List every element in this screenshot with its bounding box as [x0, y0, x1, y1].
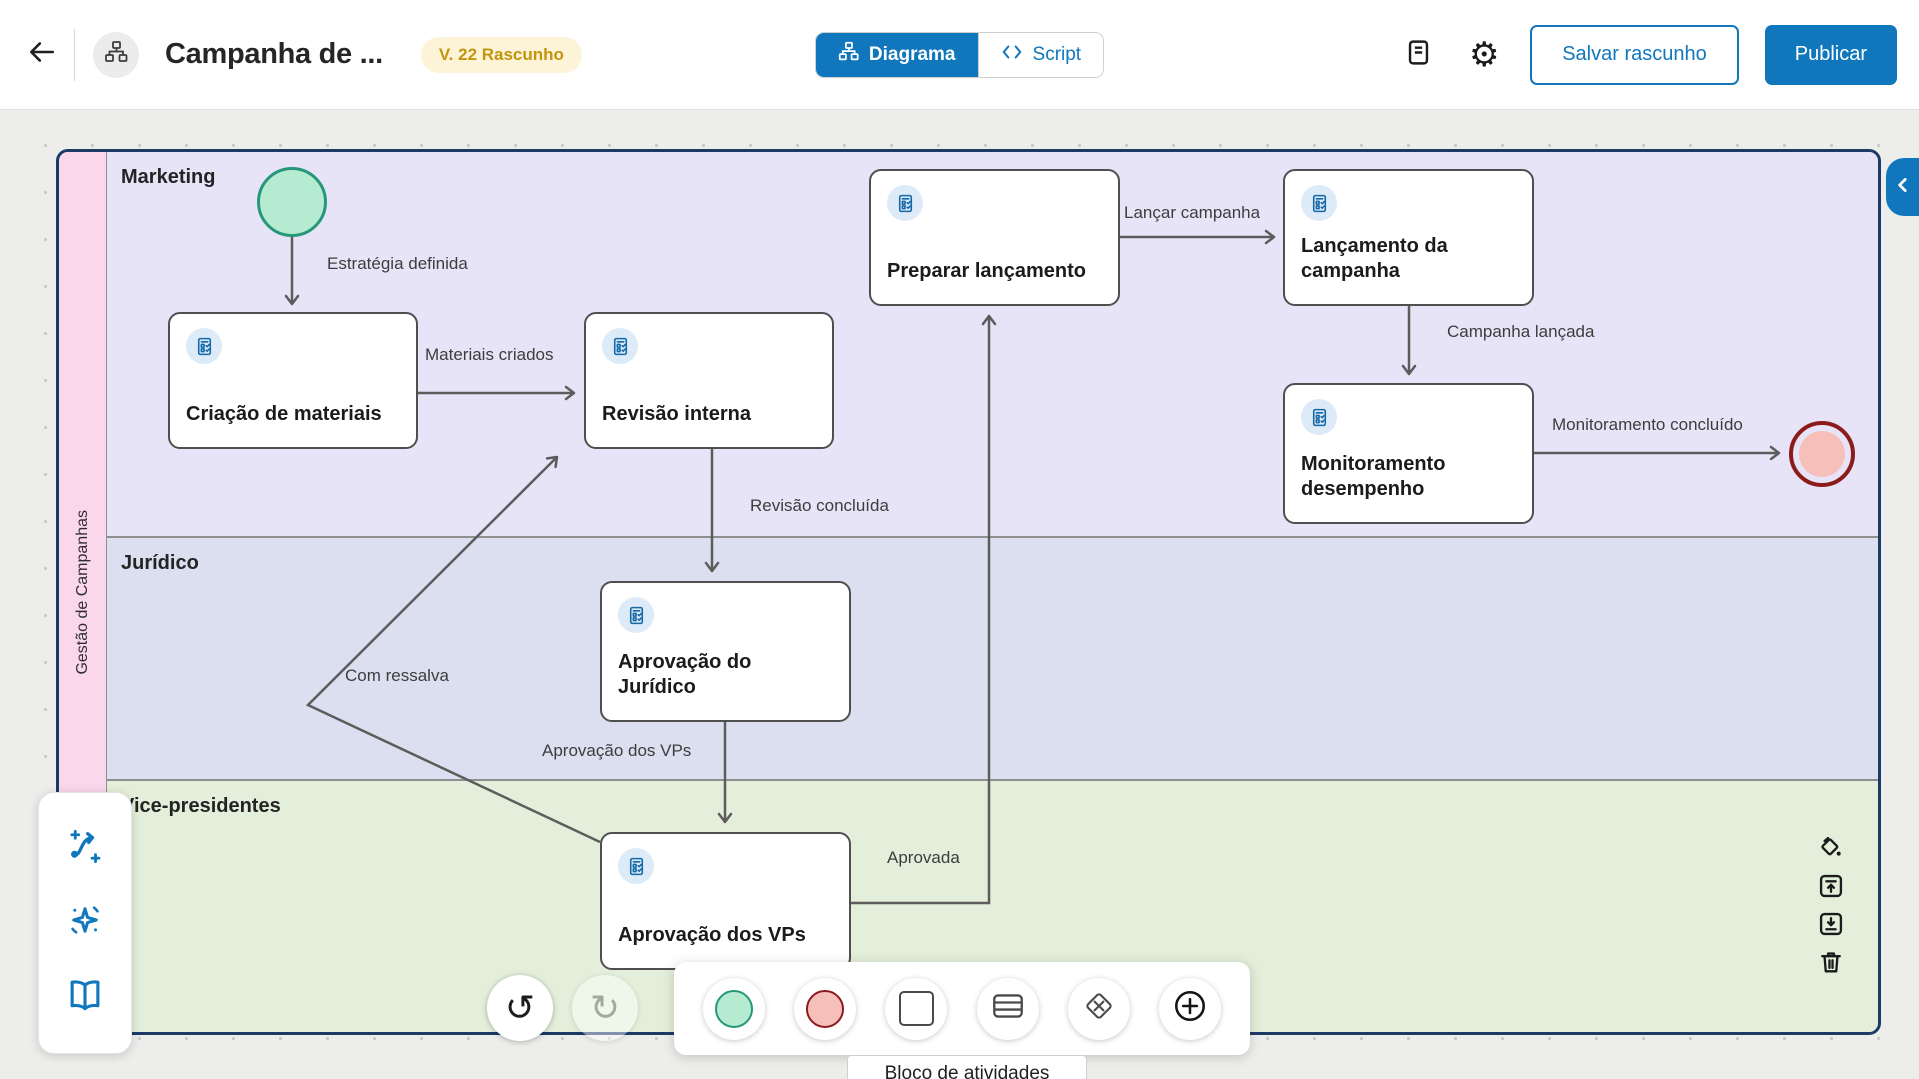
- collapse-panel-tab[interactable]: [1886, 158, 1919, 216]
- end-event-icon: [805, 989, 844, 1028]
- gateway-x-icon: [1080, 987, 1118, 1030]
- tab-diagram-label: Diagrama: [868, 43, 956, 65]
- tab-diagram[interactable]: Diagrama: [815, 32, 978, 77]
- view-toggle: Diagrama Script: [814, 31, 1105, 78]
- back-button[interactable]: [22, 35, 62, 75]
- redo-icon: ↻: [589, 987, 621, 1028]
- palette-tooltip: Bloco de atividades: [847, 1055, 1087, 1079]
- flow-label: Estratégia definida: [327, 254, 468, 273]
- publish-button[interactable]: Publicar: [1764, 24, 1897, 85]
- flow-label: Com ressalva: [345, 666, 449, 685]
- checklist-icon: [887, 185, 923, 221]
- lane-label: Marketing: [121, 166, 216, 188]
- lanes-icon: [989, 987, 1027, 1030]
- palette-end-event-button[interactable]: [793, 977, 856, 1040]
- checklist-icon: [1301, 399, 1337, 435]
- redo-button[interactable]: ↻: [572, 975, 638, 1041]
- back-arrow-icon: [27, 37, 57, 72]
- fill-color-button[interactable]: [1812, 836, 1850, 864]
- code-icon: [1001, 41, 1023, 69]
- delete-button[interactable]: [1812, 950, 1850, 978]
- canvas-tools: [1812, 836, 1850, 978]
- task-label: Criação de materiais: [186, 403, 382, 425]
- shape-palette: [674, 962, 1250, 1055]
- end-event-inner: [1799, 431, 1845, 477]
- task-label: Preparar lançamento: [887, 260, 1086, 282]
- start-event[interactable]: [257, 167, 327, 237]
- top-bar: Campanha de ... V. 22 Rascunho Diagrama …: [0, 0, 1919, 110]
- palette-gateway-button[interactable]: [1067, 977, 1130, 1040]
- paint-bucket-icon: [1817, 834, 1845, 867]
- flow-label: Aprovada: [887, 848, 960, 867]
- task-lancamento-campanha[interactable]: Lançamento da campanha: [1283, 169, 1534, 306]
- task-monitoramento-desempenho[interactable]: Monitoramento desempenho: [1283, 383, 1534, 524]
- divider: [74, 28, 75, 81]
- palette-start-event-button[interactable]: [702, 977, 765, 1040]
- checklist-icon: [1301, 185, 1337, 221]
- sparkle-icon: [64, 899, 106, 946]
- notes-button[interactable]: [1398, 35, 1438, 75]
- flow-label: Aprovação dos VPs: [542, 741, 692, 760]
- checklist-icon: [602, 328, 638, 364]
- settings-button[interactable]: ⚙: [1464, 35, 1504, 75]
- page-title: Campanha de ...: [165, 38, 383, 70]
- palette-add-button[interactable]: [1159, 977, 1222, 1040]
- undo-icon: ↺: [504, 987, 536, 1028]
- ai-flow-icon: [64, 825, 106, 872]
- flow-label: Campanha lançada: [1447, 322, 1595, 341]
- chevron-left-icon: [1894, 176, 1912, 199]
- version-badge: V. 22 Rascunho: [420, 36, 582, 73]
- document-icon: [1404, 38, 1433, 72]
- workflow-avatar: [93, 31, 139, 78]
- task-shape-icon: [898, 991, 934, 1026]
- task-label: Aprovação dos VPs: [618, 924, 806, 946]
- task-revisao-interna[interactable]: Revisão interna: [584, 312, 834, 449]
- start-event-icon: [714, 989, 753, 1028]
- diagram-canvas[interactable]: Marketing Jurídico Vice-presidentes Gest…: [0, 110, 1919, 1079]
- checklist-icon: [618, 848, 654, 884]
- diagram-icon: [838, 41, 859, 68]
- task-aprovacao-juridico[interactable]: Aprovação do Jurídico: [600, 581, 851, 722]
- gear-icon: ⚙: [1468, 35, 1500, 74]
- plus-circle-icon: [1171, 987, 1209, 1030]
- flow-label: Lançar campanha: [1124, 203, 1261, 222]
- task-label: Monitoramento desempenho: [1301, 453, 1446, 500]
- tab-script[interactable]: Script: [977, 32, 1104, 77]
- lane-label: Jurídico: [121, 552, 199, 574]
- top-bar-right: ⚙ Salvar rascunho Publicar: [1104, 24, 1897, 85]
- palette-task-button[interactable]: [885, 977, 948, 1040]
- assistant-toolbar: [38, 792, 132, 1054]
- flow-label: Materiais criados: [425, 345, 554, 364]
- task-criacao-materiais[interactable]: Criação de materiais: [168, 312, 418, 449]
- top-bar-left: Campanha de ... V. 22 Rascunho: [22, 28, 815, 81]
- undo-button[interactable]: ↺: [487, 975, 553, 1041]
- ai-flow-button[interactable]: [61, 824, 109, 872]
- save-draft-button[interactable]: Salvar rascunho: [1530, 24, 1739, 85]
- task-label: Aprovação do Jurídico: [618, 651, 752, 698]
- flow-label: Revisão concluída: [750, 496, 889, 515]
- task-label: Revisão interna: [602, 403, 751, 425]
- task-aprovacao-vps[interactable]: Aprovação dos VPs: [600, 832, 851, 970]
- pool-name: Gestão de Campanhas: [73, 509, 91, 675]
- end-event[interactable]: [1789, 421, 1855, 487]
- tab-script-label: Script: [1032, 43, 1082, 65]
- checklist-icon: [618, 597, 654, 633]
- upload-icon: [1817, 872, 1845, 905]
- download-icon: [1817, 910, 1845, 943]
- checklist-icon: [186, 328, 222, 364]
- library-button[interactable]: [61, 974, 109, 1022]
- task-preparar-lancamento[interactable]: Preparar lançamento: [869, 169, 1120, 306]
- book-icon: [65, 975, 105, 1020]
- lane-juridico[interactable]: Jurídico: [107, 536, 1878, 779]
- trash-icon: [1817, 948, 1845, 981]
- flow-label: Monitoramento concluído: [1552, 415, 1743, 434]
- palette-lanes-button[interactable]: [976, 977, 1039, 1040]
- download-button[interactable]: [1812, 912, 1850, 940]
- lane-label: Vice-presidentes: [121, 795, 281, 817]
- sitemap-icon: [104, 40, 128, 69]
- upload-button[interactable]: [1812, 874, 1850, 902]
- task-label: Lançamento da campanha: [1301, 235, 1448, 282]
- ai-magic-button[interactable]: [61, 899, 109, 947]
